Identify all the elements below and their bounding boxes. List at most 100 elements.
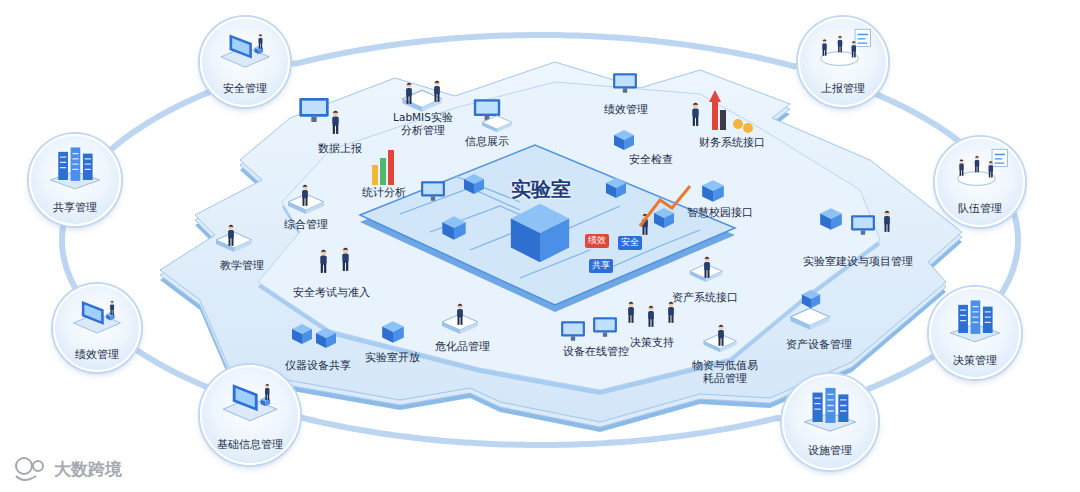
tile-label: 共享 [589, 259, 613, 272]
module-name: 设施管理 [808, 444, 852, 457]
module-label: 信息展示 [465, 135, 509, 148]
watermark-logo [16, 458, 43, 480]
module-name: 决策管理 [953, 354, 997, 367]
module-icon-art [804, 388, 856, 431]
report-board [299, 98, 328, 122]
person-figure [718, 325, 724, 346]
label-anchor: 综合管理 [284, 218, 328, 231]
module-label: 财务系统接口 [699, 136, 765, 149]
lab-device [654, 208, 674, 228]
ring-connector [300, 418, 782, 445]
desk-figure [482, 116, 512, 133]
ring-connector [135, 349, 207, 388]
lab-building [511, 204, 569, 262]
module-icon-art [950, 300, 999, 341]
module-label: 综合管理 [284, 218, 328, 231]
module-icon-art [50, 147, 99, 188]
phone-figure [613, 73, 637, 93]
arrow-figure [709, 90, 721, 102]
bar-figure [720, 110, 726, 130]
label-anchor: LabMIS实验 分析管理 [390, 111, 456, 137]
person-figure [406, 83, 412, 104]
module-label: 危化品管理 [435, 340, 490, 353]
module-name: 共享管理 [53, 201, 97, 214]
module-name: 上报管理 [821, 82, 865, 95]
module-circle: 绩效管理 [53, 284, 141, 372]
module-label: 绩效管理 [604, 103, 648, 116]
module-circle: 上报管理 [798, 17, 888, 107]
label-anchor: 智慧校园接口 [687, 206, 753, 219]
ring-connector [110, 91, 210, 150]
module-icon-art [958, 149, 1008, 185]
person-figure [457, 304, 463, 325]
ring-connector [866, 356, 935, 391]
ring-connector [1001, 213, 1018, 295]
person-figure [704, 257, 710, 278]
module-icon-art [221, 34, 269, 67]
label-anchor: 实验室 [511, 177, 571, 202]
module-circle: 决策管理 [929, 287, 1021, 379]
person-figure [884, 211, 890, 232]
label-anchor: 绩效管理 [604, 103, 648, 116]
label-anchor: 实验室开放 [365, 351, 420, 364]
module-icon-art [73, 301, 120, 333]
module-name: 队伍管理 [958, 202, 1002, 215]
person-figure [320, 250, 326, 273]
bar-figure [712, 100, 718, 130]
module-circle: 基础信息管理 [200, 365, 300, 465]
module-label: 资产系统接口 [672, 291, 738, 304]
person-figure [692, 103, 698, 126]
rack-figure [292, 324, 312, 344]
person-figure [302, 185, 308, 206]
desk-figure [216, 232, 252, 252]
module-label: 仪器设备共享 [285, 359, 351, 372]
ring-connector [290, 35, 798, 66]
person-figure [668, 302, 674, 323]
person-figure [332, 111, 338, 134]
lab-device [606, 178, 626, 198]
screen-figure [561, 321, 585, 341]
lab-device [464, 174, 484, 194]
module-label: 数据上报 [318, 142, 362, 155]
module-label: 物资与低值易 耗品管理 [690, 359, 760, 385]
trend-arrow [640, 186, 690, 226]
module-label: 实验室开放 [365, 351, 420, 364]
label-anchor: 资产系统接口 [672, 291, 738, 304]
label-anchor: 仪器设备共享 [285, 359, 351, 372]
bar-figure [388, 150, 394, 185]
logo-ring [16, 458, 32, 474]
module-label: LabMIS实验 分析管理 [390, 111, 456, 137]
inner-tier [258, 82, 880, 390]
module-icon-art [223, 384, 277, 421]
screen-figure [851, 215, 875, 235]
bar-figure [380, 158, 386, 185]
module-label: 实验室建设与项目管理 [803, 255, 913, 268]
label-anchor: 绩效 [585, 234, 609, 247]
coin-figure [733, 119, 743, 129]
label-anchor: 设备在线管控 [563, 345, 629, 358]
label-anchor: 安全 [618, 236, 642, 249]
desk-figure [791, 308, 830, 330]
label-anchor: 决策支持 [630, 336, 674, 349]
person-figure [628, 302, 634, 323]
ring-connector [62, 225, 76, 290]
label-anchor: 统计分析 [362, 186, 406, 199]
rack-figure [316, 328, 336, 348]
label-anchor: 安全检查 [629, 153, 673, 166]
label-anchor: 大数跨境 [54, 459, 122, 480]
lab-screen [421, 181, 445, 201]
module-label: 智慧校园接口 [687, 206, 753, 219]
person-figure [228, 225, 234, 246]
module-circle: 设施管理 [782, 374, 878, 470]
campus-figure [702, 180, 724, 202]
label-anchor: 资产设备管理 [786, 338, 852, 351]
logo-curve [16, 476, 36, 480]
label-anchor: 安全考试与准入 [293, 286, 370, 299]
label-anchor: 信息展示 [465, 135, 509, 148]
asset-figure [802, 290, 820, 308]
module-circle: 共享管理 [29, 134, 121, 226]
shield-figure [614, 130, 634, 150]
label-anchor: 数据上报 [318, 142, 362, 155]
project-figure [820, 208, 842, 230]
